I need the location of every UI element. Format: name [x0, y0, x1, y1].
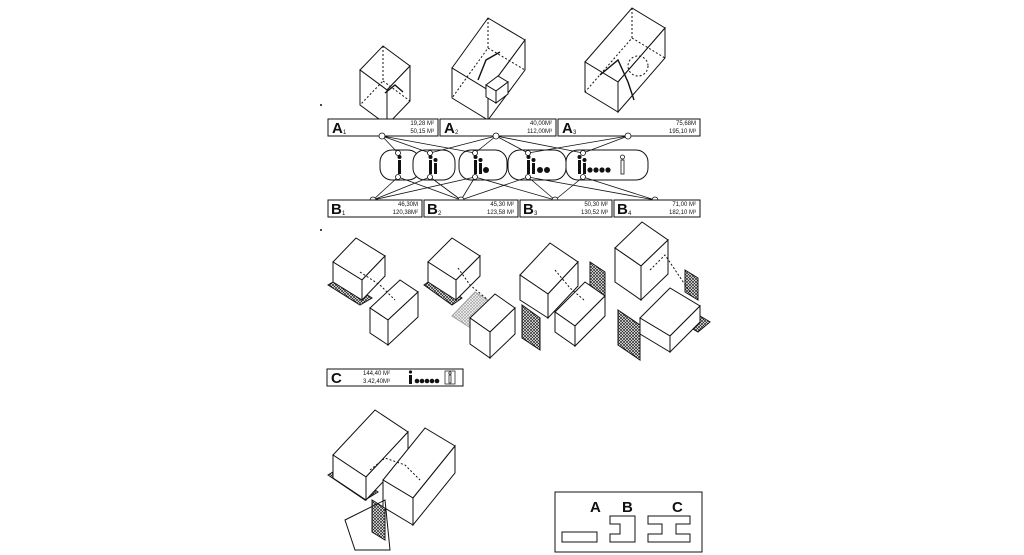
unit-a3-index: 3: [573, 130, 577, 136]
unit-a3-volume: 195,10 M³: [669, 129, 696, 135]
unit-a3-letter: A: [562, 120, 573, 137]
unit-b1-area: 46,30M: [398, 202, 418, 208]
unit-b1-index: 1: [342, 211, 346, 217]
unit-c-box: C 144,40 M² 3.42,40M³: [326, 368, 464, 387]
stray-mark: [320, 104, 322, 106]
unit-a2-letter: A: [444, 120, 455, 137]
unit-b3-letter: B: [523, 201, 534, 218]
occupant-row: [379, 149, 649, 181]
unit-a3-area: 75,68M: [676, 121, 696, 127]
unit-c-guest-icon: [444, 370, 456, 385]
unit-a2-area: 40,00M²: [530, 121, 552, 127]
unit-c-area: 144,40 M²: [363, 371, 390, 377]
unit-a2-index: 2: [455, 130, 459, 136]
unit-b3-volume: 130,52 M³: [581, 210, 608, 216]
legend-label-b: B: [622, 499, 633, 516]
occupant-guest-outline: [620, 154, 625, 175]
unit-a1-volume: 50,15 M³: [410, 129, 434, 135]
legend-shape-c: [647, 515, 691, 543]
volume-c: [327, 409, 456, 551]
occupant-figures: [397, 155, 611, 174]
unit-b3-index: 3: [534, 211, 538, 217]
unit-b4-volume: 182,10 M³: [669, 210, 696, 216]
volume-b1: [327, 237, 419, 347]
volume-a1: [359, 45, 411, 127]
legend-shape-b: [609, 515, 636, 543]
unit-b4-letter: B: [617, 201, 628, 218]
volume-a2: [451, 17, 526, 122]
unit-b2-index: 2: [438, 211, 442, 217]
unit-c-letter: C: [331, 370, 342, 387]
volume-b4: [614, 221, 711, 361]
unit-a3-box: A 3 75,68M 195,10 M³: [557, 118, 701, 137]
connection-lines: [372, 135, 656, 201]
unit-c-volume: 3.42,40M³: [363, 379, 390, 385]
stray-mark: [320, 229, 322, 231]
unit-b1-volume: 120,38M²: [393, 210, 418, 216]
unit-b3-area: 50,30 M²: [584, 202, 608, 208]
unit-b3-box: B 3 50,30 M² 130,52 M³: [519, 199, 613, 218]
unit-a1-index: 1: [343, 130, 347, 136]
unit-b4-area: 71,00 M²: [672, 202, 696, 208]
volume-b3: [519, 242, 606, 351]
connection-nodes: [369, 132, 659, 204]
unit-b2-box: B 2 45,30 M² 123,58 M³: [423, 199, 519, 218]
legend-label-c: C: [672, 499, 683, 516]
unit-a1-letter: A: [332, 120, 343, 137]
unit-b1-box: B 1 46,30M 120,38M²: [327, 199, 423, 218]
unit-a2-volume: 112,00M³: [527, 129, 552, 135]
unit-a1-area: 19,28 M²: [410, 121, 434, 127]
unit-b1-letter: B: [331, 201, 342, 218]
unit-b4-box: B 4 71,00 M² 182,10 M³: [613, 199, 701, 218]
unit-b2-letter: B: [427, 201, 438, 218]
unit-b2-volume: 123,58 M³: [487, 210, 514, 216]
unit-b2-area: 45,30 M²: [490, 202, 514, 208]
unit-a2-box: A 2 40,00M² 112,00M³: [439, 118, 557, 137]
legend-label-a: A: [590, 499, 601, 516]
unit-b4-index: 4: [628, 211, 632, 217]
unit-c-occupants: [408, 370, 440, 384]
legend-shape-a: [561, 531, 598, 543]
volume-a3: [584, 7, 666, 114]
volume-b2: [423, 237, 516, 360]
legend-box: A B C: [554, 491, 703, 553]
